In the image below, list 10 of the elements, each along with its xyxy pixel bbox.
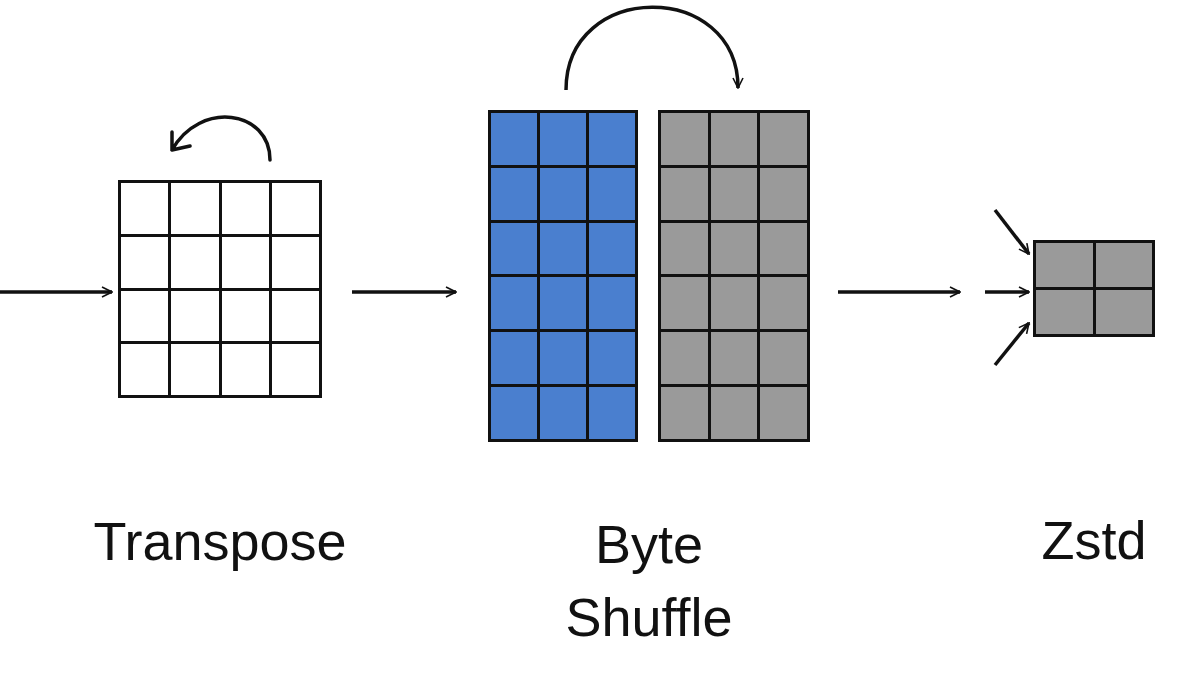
arrow [564, 5, 743, 91]
arrow [838, 286, 961, 298]
step-label: Byte Shuffle [564, 513, 734, 649]
step-label: Zstd [1041, 509, 1147, 572]
arrow [0, 286, 113, 298]
arrow [352, 286, 457, 298]
arrow [993, 208, 1031, 256]
arrow [985, 286, 1030, 298]
arrow [993, 321, 1031, 367]
step-label: Transpose [93, 510, 347, 573]
